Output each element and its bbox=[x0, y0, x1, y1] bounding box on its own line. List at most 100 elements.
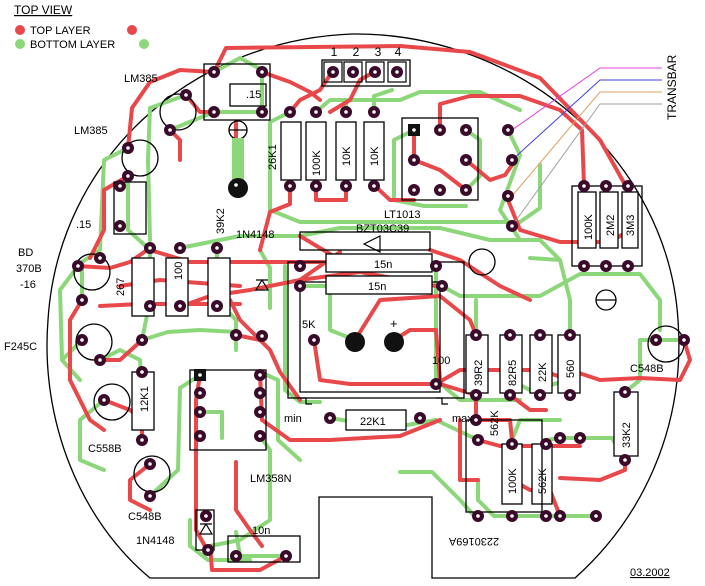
pad-hole bbox=[464, 188, 468, 192]
pad-hole bbox=[206, 548, 210, 552]
pad-hole bbox=[582, 184, 586, 188]
legend-top-dot-right bbox=[127, 25, 137, 35]
connector-numbers: 1 2 3 4 bbox=[331, 45, 402, 59]
label-c548b-b: C548B bbox=[128, 511, 162, 523]
pad-hole bbox=[98, 256, 102, 260]
pad-hole bbox=[438, 128, 442, 132]
pad-hole bbox=[260, 334, 264, 338]
pad-hole bbox=[198, 410, 202, 414]
pad-hole bbox=[258, 434, 262, 438]
pad-hole bbox=[234, 333, 238, 337]
pad-hole bbox=[626, 184, 630, 188]
label-lm385-b: LM385 bbox=[74, 125, 108, 137]
pad-hole bbox=[314, 110, 318, 114]
pad-hole bbox=[506, 128, 510, 132]
legend-bottom-dot-right bbox=[139, 39, 149, 49]
pad-hole bbox=[168, 128, 172, 132]
pad-hole bbox=[440, 284, 444, 288]
part-number: 2230169A bbox=[448, 535, 499, 547]
label-cap-015-a: .15 bbox=[246, 89, 261, 101]
pad-hole bbox=[626, 264, 630, 268]
pad-hole bbox=[438, 188, 442, 192]
component-labels: LM385 LM385 .15 .15 26K1 100K 10K 10K LT… bbox=[4, 73, 664, 547]
green-bar bbox=[232, 138, 244, 188]
label-r-26k1: 26K1 bbox=[267, 144, 279, 170]
pad-hole bbox=[418, 416, 422, 420]
pad-hole bbox=[544, 442, 548, 446]
pad-hole bbox=[604, 264, 608, 268]
label-r-267: 267 bbox=[115, 278, 127, 296]
pad-hole bbox=[568, 333, 572, 337]
trimmer-pad bbox=[345, 332, 365, 352]
label-r-560: 560 bbox=[565, 360, 577, 378]
pad-hole bbox=[582, 264, 586, 268]
connector-pads bbox=[323, 61, 407, 83]
pad-hole bbox=[412, 128, 416, 132]
label-r-39r2: 39R2 bbox=[473, 360, 485, 386]
label-r-33k2: 33K2 bbox=[621, 422, 633, 448]
pad-hole bbox=[558, 514, 562, 518]
pad-hole bbox=[126, 146, 130, 150]
pad-hole bbox=[464, 158, 468, 162]
label-pot-5k: 5K bbox=[302, 319, 316, 331]
board-outline bbox=[46, 33, 680, 579]
pad-hole bbox=[372, 110, 376, 114]
transbar-label: TRANSBAR bbox=[665, 54, 679, 120]
pad-hole bbox=[198, 434, 202, 438]
pad-hole bbox=[538, 393, 542, 397]
pad-hole bbox=[464, 128, 468, 132]
legend-title: TOP VIEW bbox=[14, 3, 73, 17]
pad-hole bbox=[568, 393, 572, 397]
pad-hole bbox=[258, 373, 262, 377]
pad-hole bbox=[140, 338, 144, 342]
pad-hole bbox=[510, 514, 514, 518]
label-r-10k-a: 10K bbox=[341, 146, 353, 166]
pad-hole bbox=[312, 338, 316, 342]
pad-hole bbox=[234, 554, 238, 558]
pad-hole bbox=[623, 390, 627, 394]
pad-hole bbox=[506, 194, 510, 198]
pad-hole bbox=[594, 514, 598, 518]
pad-hole bbox=[198, 373, 202, 377]
pad-hole bbox=[373, 70, 377, 74]
pad-hole bbox=[434, 382, 438, 386]
pin-4-label: 4 bbox=[395, 45, 402, 59]
pad-hole bbox=[538, 333, 542, 337]
pad-hole bbox=[298, 284, 302, 288]
pad-hole bbox=[102, 398, 106, 402]
label-r-82r5: 82R5 bbox=[507, 360, 519, 386]
transbar-wires bbox=[511, 67, 662, 227]
pad-hole bbox=[351, 70, 355, 74]
label-c548b-a: C548B bbox=[630, 363, 664, 375]
pad-hole bbox=[434, 264, 438, 268]
label-c-15n-b: 15n bbox=[368, 281, 386, 293]
pin-1-label: 1 bbox=[331, 45, 338, 59]
pad-hole bbox=[474, 333, 478, 337]
pad-hole bbox=[474, 418, 478, 422]
pad-hole bbox=[76, 264, 80, 268]
pad-hole bbox=[510, 224, 514, 228]
pad-hole bbox=[80, 298, 84, 302]
label-d-1n4148-b: 1N4148 bbox=[136, 535, 175, 547]
component-outlines bbox=[73, 59, 685, 563]
label-plus: + bbox=[390, 316, 398, 331]
pad-hole bbox=[204, 514, 208, 518]
pad-hole bbox=[412, 188, 416, 192]
pin-3-label: 3 bbox=[375, 45, 382, 59]
pad-hole bbox=[298, 264, 302, 268]
pad-hole bbox=[178, 304, 182, 308]
pad-hole bbox=[258, 410, 262, 414]
label-r-12k1: 12K1 bbox=[139, 386, 151, 412]
pad-hole bbox=[212, 110, 216, 114]
label-c-10n: 10n bbox=[252, 525, 270, 537]
label-d-1n4148-a: 1N4148 bbox=[236, 229, 275, 241]
label-c558b: C558B bbox=[88, 443, 122, 455]
pad-hole bbox=[314, 184, 318, 188]
pad-hole bbox=[476, 514, 480, 518]
pad-hole bbox=[148, 462, 152, 466]
label-bd-1: BD bbox=[18, 247, 33, 259]
pad-hole bbox=[98, 358, 102, 362]
pad-hole bbox=[395, 70, 399, 74]
label-zener: BZT03C39 bbox=[356, 223, 409, 235]
